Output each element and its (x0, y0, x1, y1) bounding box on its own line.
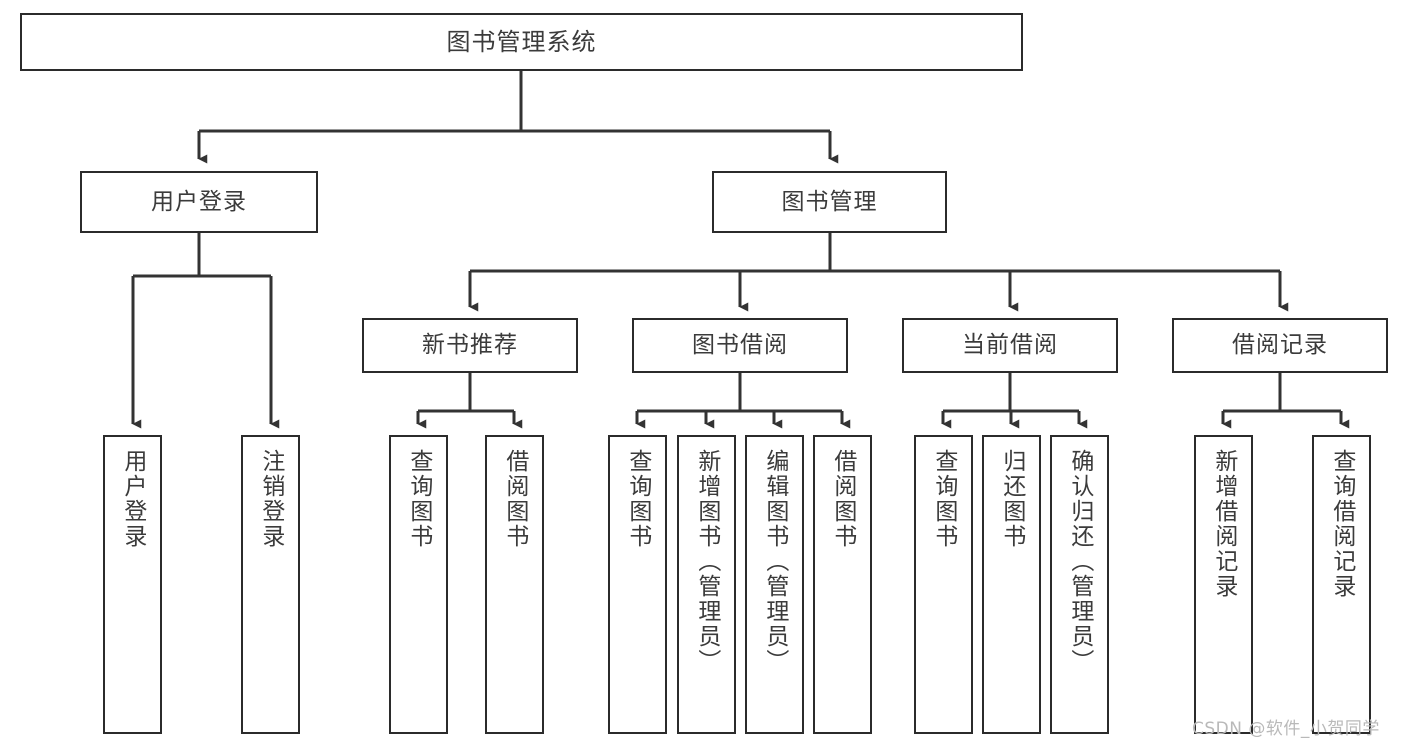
leaf-return-book[interactable]: 归还图书 (982, 435, 1041, 734)
leaf-user-login[interactable]: 用户登录 (103, 435, 162, 734)
node-current-borrow[interactable]: 当前借阅 (902, 318, 1118, 373)
node-new-book-recommend-label: 新书推荐 (422, 332, 518, 358)
node-current-borrow-label: 当前借阅 (962, 332, 1058, 358)
leaf-logout[interactable]: 注销登录 (241, 435, 300, 734)
leaf-borrow-book-label: 借阅图书 (829, 449, 856, 549)
leaf-query-book-current[interactable]: 查询图书 (914, 435, 973, 734)
leaf-query-book-current-label: 查询图书 (930, 449, 957, 549)
leaf-user-login-label: 用户登录 (119, 449, 146, 549)
node-root-label: 图书管理系统 (446, 28, 597, 56)
node-borrow-records[interactable]: 借阅记录 (1172, 318, 1388, 373)
leaf-query-book-newbook[interactable]: 查询图书 (389, 435, 448, 734)
leaf-borrow-book-newbook-label: 借阅图书 (501, 449, 528, 549)
node-user-login-label: 用户登录 (151, 188, 247, 215)
leaf-confirm-return-admin-label: 确认归还（管理员） (1066, 449, 1093, 674)
node-new-book-recommend[interactable]: 新书推荐 (362, 318, 578, 373)
leaf-query-book-newbook-label: 查询图书 (405, 449, 432, 549)
node-book-management-label: 图书管理 (781, 188, 878, 215)
leaf-borrow-book-newbook[interactable]: 借阅图书 (485, 435, 544, 734)
node-user-login[interactable]: 用户登录 (80, 171, 318, 233)
leaf-query-borrow-record[interactable]: 查询借阅记录 (1312, 435, 1371, 734)
node-book-borrow[interactable]: 图书借阅 (632, 318, 848, 373)
leaf-query-book-borrow[interactable]: 查询图书 (608, 435, 667, 734)
node-root[interactable]: 图书管理系统 (20, 13, 1023, 71)
node-book-borrow-label: 图书借阅 (692, 332, 788, 358)
leaf-add-book-admin-label: 新增图书（管理员） (693, 449, 720, 674)
leaf-borrow-book[interactable]: 借阅图书 (813, 435, 872, 734)
leaf-logout-label: 注销登录 (257, 449, 284, 549)
leaf-confirm-return-admin[interactable]: 确认归还（管理员） (1050, 435, 1109, 734)
node-borrow-records-label: 借阅记录 (1232, 332, 1328, 358)
node-book-management[interactable]: 图书管理 (712, 171, 947, 233)
leaf-add-borrow-record-label: 新增借阅记录 (1210, 449, 1237, 599)
leaf-query-book-borrow-label: 查询图书 (624, 449, 651, 549)
leaf-query-borrow-record-label: 查询借阅记录 (1328, 449, 1355, 599)
leaf-edit-book-admin[interactable]: 编辑图书（管理员） (745, 435, 804, 734)
leaf-add-book-admin[interactable]: 新增图书（管理员） (677, 435, 736, 734)
csdn-watermark: CSDN @软件_小贺同学 (1192, 719, 1380, 739)
leaf-return-book-label: 归还图书 (998, 449, 1025, 549)
leaf-add-borrow-record[interactable]: 新增借阅记录 (1194, 435, 1253, 734)
leaf-edit-book-admin-label: 编辑图书（管理员） (761, 449, 788, 674)
